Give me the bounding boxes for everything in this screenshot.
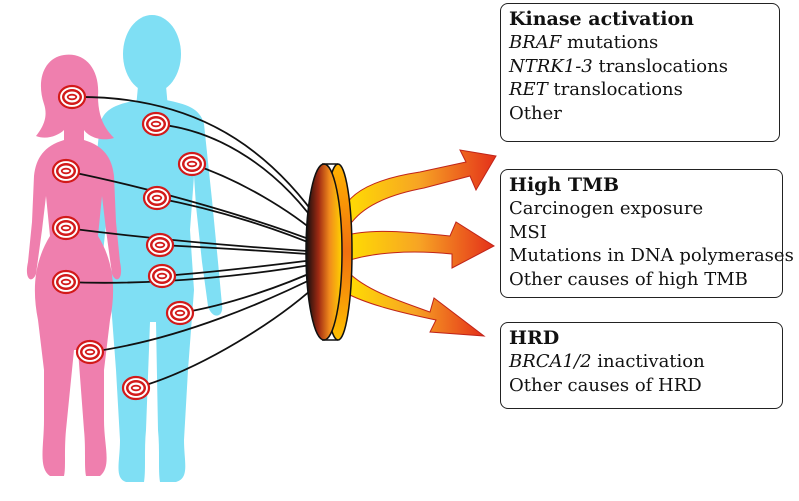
box-item: Other causes of high TMB	[509, 268, 774, 292]
target-group	[51, 84, 207, 401]
arrow-icon	[343, 270, 486, 337]
arrow-icon	[343, 221, 496, 269]
box-item-text: translocations	[592, 55, 728, 77]
connector-line	[155, 123, 323, 233]
box-item-text: Mutations in DNA polymerases	[509, 245, 794, 266]
male-silhouette-icon	[81, 15, 223, 482]
target-icon	[141, 111, 171, 137]
box-item: BRCA1/2 inactivation	[509, 350, 774, 374]
box-title: HRD	[509, 327, 560, 349]
box-item: Mutations in DNA polymerases	[509, 244, 794, 268]
target-icon	[57, 84, 87, 110]
target-icon	[51, 158, 81, 184]
connector-line	[65, 262, 323, 284]
lens-icon	[305, 163, 353, 341]
box-item-text: mutations	[561, 32, 659, 53]
gene-name: RET	[509, 79, 548, 100]
target-icon	[145, 232, 175, 258]
target-icon	[51, 215, 81, 241]
gene-name: NTRK1-3	[509, 55, 593, 77]
box-item: Other	[509, 102, 771, 126]
box-title: High TMB	[509, 174, 620, 196]
female-silhouette-icon	[26, 54, 122, 476]
box-item-text: Carcinogen exposure	[509, 198, 704, 219]
box-item-text: Other causes of HRD	[509, 374, 702, 396]
connector-line	[135, 279, 323, 389]
gene-name: BRCA1/2	[509, 351, 592, 372]
target-icon	[165, 300, 195, 326]
gene-name: BRAF	[509, 32, 562, 53]
box-item-text: inactivation	[591, 351, 705, 372]
connector-line	[71, 96, 323, 226]
connector-line	[65, 227, 323, 253]
arrow-group	[341, 149, 497, 337]
box-item: Other causes of HRD	[509, 374, 774, 398]
box-item: MSI	[509, 221, 774, 245]
box-item-text: Other causes of high TMB	[509, 268, 748, 290]
target-icon	[177, 151, 207, 177]
box-item: Carcinogen exposure	[509, 197, 774, 221]
target-icon	[121, 375, 151, 401]
box-item: NTRK1-3 translocations	[509, 55, 771, 79]
target-icon	[75, 339, 105, 365]
target-icon	[142, 185, 172, 211]
box-item-text: Other	[509, 102, 562, 124]
connector-line	[89, 273, 323, 353]
box-title: Kinase activation	[509, 8, 694, 30]
box-item-text: translocations	[547, 79, 683, 100]
box-item-text: MSI	[509, 221, 547, 243]
arrow-icon	[341, 149, 497, 223]
box-item: RET translocations	[509, 78, 771, 102]
target-icon	[147, 263, 177, 289]
target-icon	[51, 269, 81, 295]
box-item: BRAF mutations	[509, 31, 771, 55]
connector-line	[65, 170, 323, 245]
